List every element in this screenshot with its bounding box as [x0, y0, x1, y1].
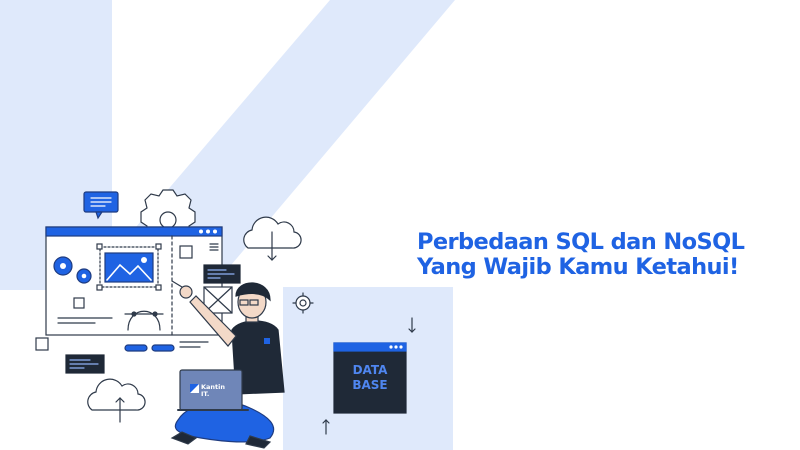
browser-window — [45, 226, 223, 352]
database-label-line2: BASE — [352, 378, 387, 392]
code-snippet-icon — [203, 264, 241, 284]
headline: Perbedaan SQL dan NoSQL Yang Wajib Kamu … — [417, 230, 792, 280]
chat-bubble-icon — [83, 191, 119, 220]
cloud-upload-icon — [87, 378, 146, 423]
background-diagonal-band — [112, 0, 455, 290]
person-figure — [170, 280, 285, 449]
headline-line1: Perbedaan SQL dan NoSQL — [417, 229, 745, 255]
cloud-download-icon — [243, 216, 302, 261]
gear-icon — [292, 292, 314, 314]
laptop-brand-line2: IT. — [201, 390, 209, 398]
bezier-curve-icon — [124, 310, 164, 331]
headline-line2: Yang Wajib Kamu Ketahui! — [417, 254, 739, 280]
image-placeholder-icon — [96, 243, 162, 291]
database-panel — [333, 342, 407, 414]
pill-button-2 — [151, 344, 175, 352]
laptop-brand-line1: Kantin — [201, 383, 225, 391]
note-icon — [35, 337, 49, 351]
database-label-line1: DATA — [353, 363, 389, 377]
pill-button-1 — [124, 344, 148, 352]
code-snippet-icon — [65, 354, 105, 374]
settings-gears-icon — [53, 256, 92, 284]
